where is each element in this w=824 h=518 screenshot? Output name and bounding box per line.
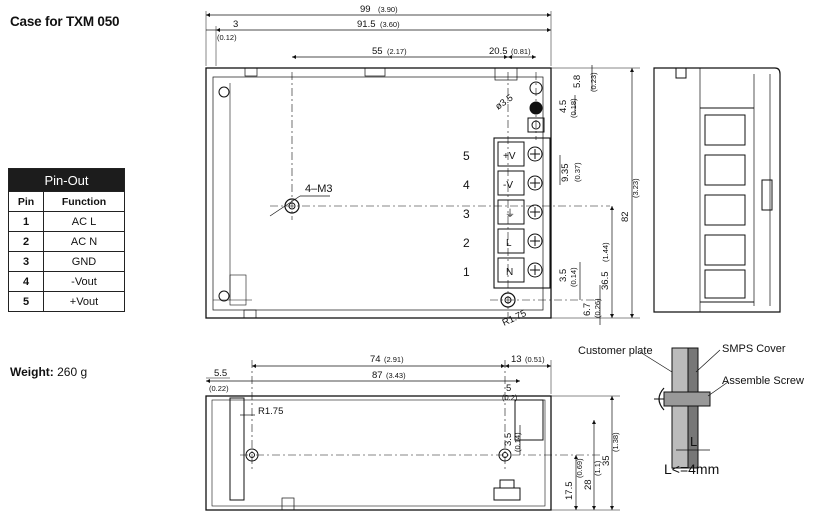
dim-17-5: 17.5: [564, 482, 575, 501]
inner-outline: [212, 76, 544, 311]
terminal-number: 1: [463, 265, 470, 279]
dim-99: 99: [360, 4, 371, 15]
pin-number: 5: [8, 291, 44, 312]
weight: Weight: 260 g: [10, 365, 87, 379]
dim-6-7-in: (0.26): [593, 298, 602, 318]
dim-82: 82: [620, 211, 631, 222]
dim-28: 28: [583, 479, 594, 490]
smps-cover-label: SMPS Cover: [722, 343, 786, 355]
dim-5-8-in: (0.23): [589, 72, 598, 92]
top-view: [205, 11, 640, 325]
mount-detail-labels: Customer plate SMPS Cover Assemble Screw…: [578, 343, 804, 477]
dim-91-5-in: (3.60): [380, 20, 400, 29]
terminal-label: L: [506, 238, 512, 249]
terminal-block: [493, 137, 551, 289]
dim-13-in: (0.51): [525, 355, 545, 364]
dim-74: 74: [370, 354, 381, 365]
dim-5-5: 5.5: [214, 368, 227, 379]
radius-label: R1.75: [258, 406, 283, 417]
corner-hole: [218, 86, 230, 98]
table-row: 5+Vout: [8, 291, 125, 312]
dim-3-in: (0.12): [217, 33, 237, 42]
dim-4-5: 4.5: [558, 100, 569, 113]
terminal-number: 2: [463, 236, 470, 250]
terminal-label: N: [506, 267, 513, 278]
dim-20-5: 20.5: [489, 46, 508, 57]
dim-36-5-in: (1.44): [601, 242, 610, 262]
terminal-number: 5: [463, 149, 470, 163]
dim-91-5: 91.5: [357, 19, 376, 30]
terminal-label: ⏚: [505, 208, 515, 220]
dim-87: 87: [372, 370, 383, 381]
dim-28-in: (1.1): [593, 460, 602, 476]
pin-function: +Vout: [43, 291, 125, 312]
dim-55: 55: [372, 46, 383, 57]
terminal-number: 4: [463, 178, 470, 192]
dim-5-5-in: (0.22): [209, 384, 229, 393]
side-view: [653, 67, 781, 313]
dim-17-5-in: (0.69): [575, 458, 584, 478]
dim-35-in: (1.38): [611, 432, 620, 452]
dim-5-in: (0.2): [502, 393, 518, 402]
dim-3-5-small: 3.5: [503, 433, 514, 446]
top-view-labels: 99 (3.90) 3 (0.12) 91.5 (3.60) 55 (2.17)…: [217, 4, 640, 329]
dim-9-35: 9.35: [560, 164, 571, 183]
corner-hole: [218, 290, 230, 302]
page-title: Case for TXM 050: [10, 14, 120, 29]
terminal-number: 3: [463, 207, 470, 221]
dim-74-in: (2.91): [384, 355, 404, 364]
l-constraint: L<=4mm: [664, 461, 719, 477]
dim-35: 35: [601, 455, 612, 466]
dim-5: 5: [506, 383, 511, 394]
weight-label: Weight:: [10, 365, 54, 379]
dim-36-5: 36.5: [600, 272, 611, 291]
dim-99-in: (3.90): [378, 5, 398, 14]
l-label: L: [690, 434, 697, 449]
pinout-header: Pin-Out: [8, 168, 125, 192]
terminal-label: +V: [503, 151, 516, 162]
m3-label: 4–M3: [305, 183, 333, 195]
dim-55-in: (2.17): [387, 47, 407, 56]
customer-plate-label: Customer plate: [578, 345, 653, 357]
dim-3-5-small-in: (0.14): [513, 432, 522, 452]
assemble-screw-label: Assemble Screw: [722, 375, 804, 387]
dim-82-in: (3.23): [631, 178, 640, 198]
hole-diameter: ø3.5: [493, 93, 515, 113]
dim-87-in: (3.43): [386, 371, 406, 380]
bottom-view-labels: 74 (2.91) 13 (0.51) 5.5 (0.22) 87 (3.43)…: [209, 354, 620, 500]
dim-3-5: 3.5: [558, 269, 569, 282]
dim-6-7: 6.7: [582, 303, 593, 316]
dim-3: 3: [233, 19, 238, 30]
dim-13: 13: [511, 354, 522, 365]
weight-value: 260 g: [57, 365, 88, 379]
terminal-label: -V: [503, 180, 513, 191]
dim-4-5-in: (0.18): [569, 98, 578, 118]
dim-20-5-in: (0.81): [511, 47, 531, 56]
dim-3-5-in: (0.14): [569, 267, 578, 287]
dim-9-35-in: (0.37): [573, 162, 582, 182]
mount-detail: [639, 347, 729, 469]
dim-5-8: 5.8: [572, 75, 583, 88]
bottom-view: [205, 360, 620, 511]
radius-label: R1.75: [501, 308, 529, 329]
